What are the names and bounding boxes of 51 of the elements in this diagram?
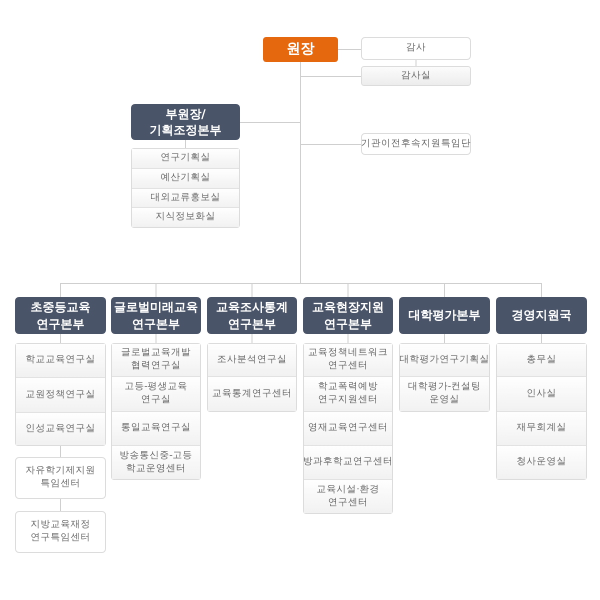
office-row: 방송통신중-고등 학교운영센터 <box>112 446 200 479</box>
office-row: 지식정보화실 <box>132 208 239 227</box>
division-header: 경영지원국 <box>496 297 587 334</box>
office-list-panel <box>399 343 490 412</box>
office-row: 교육시설·환경 연구센터 <box>304 480 392 513</box>
office-list-panel <box>207 343 297 412</box>
office-row: 학교폭력예방 연구지원센터 <box>304 377 392 412</box>
office-row: 학교교육연구실 <box>16 344 105 378</box>
office-row: 방과후학교연구센터 <box>304 446 392 480</box>
office-row: 재무회계실 <box>497 412 586 446</box>
office-row: 대학평가-컨설팅 운영실 <box>400 377 489 411</box>
connector-line <box>338 49 362 50</box>
connector-line <box>444 334 445 344</box>
office-row: 인성교육연구실 <box>16 413 105 445</box>
president-box: 원장 <box>263 37 338 62</box>
office-row: 교육통계연구센터 <box>208 377 296 411</box>
office-list-panel <box>496 343 587 480</box>
connector-line <box>60 498 61 512</box>
office-list-panel <box>15 343 106 446</box>
office-row: 예산기획실 <box>132 169 239 189</box>
office-row: 고등-평생교육 연구실 <box>112 377 200 412</box>
office-row: 통일교육연구실 <box>112 412 200 446</box>
office-list-panel <box>303 343 393 514</box>
office-row: 대외교류홍보실 <box>132 189 239 208</box>
division-header: 교육조사통계 연구본부 <box>207 297 297 334</box>
division-header: 부원장/ 기획조정본부 <box>131 104 240 140</box>
office-row: 교육정책네트워크 연구센터 <box>304 344 392 377</box>
unit-box: 지방교육재정 연구특임센터 <box>15 511 106 553</box>
unit-box: 감사 <box>361 37 471 60</box>
office-row: 글로벌교육개발 협력연구실 <box>112 344 200 377</box>
connector-line <box>541 334 542 344</box>
connector-line <box>60 446 61 458</box>
division-header: 초중등교육 연구본부 <box>15 297 106 334</box>
division-header: 대학평가본부 <box>399 297 490 334</box>
office-row: 대학평가연구기획실 <box>400 344 489 377</box>
office-row: 연구기획실 <box>132 149 239 169</box>
unit-box: 감사실 <box>361 66 471 86</box>
connector-line <box>185 140 186 148</box>
division-header: 교육현장지원 연구본부 <box>303 297 393 334</box>
office-row: 인사실 <box>497 377 586 412</box>
office-list-panel <box>111 343 201 480</box>
unit-box: 자유학기제지원 특임센터 <box>15 457 106 499</box>
office-row: 청사운영실 <box>497 446 586 479</box>
connector-line <box>60 334 61 344</box>
office-row: 조사분석연구실 <box>208 344 296 377</box>
division-header: 글로벌미래교육 연구본부 <box>111 297 201 334</box>
unit-box: 기관이전후속지원특임단 <box>361 133 471 155</box>
office-row: 영재교육연구센터 <box>304 412 392 446</box>
office-row: 총무실 <box>497 344 586 377</box>
office-list-panel <box>131 148 240 228</box>
office-row: 교원정책연구실 <box>16 378 105 413</box>
